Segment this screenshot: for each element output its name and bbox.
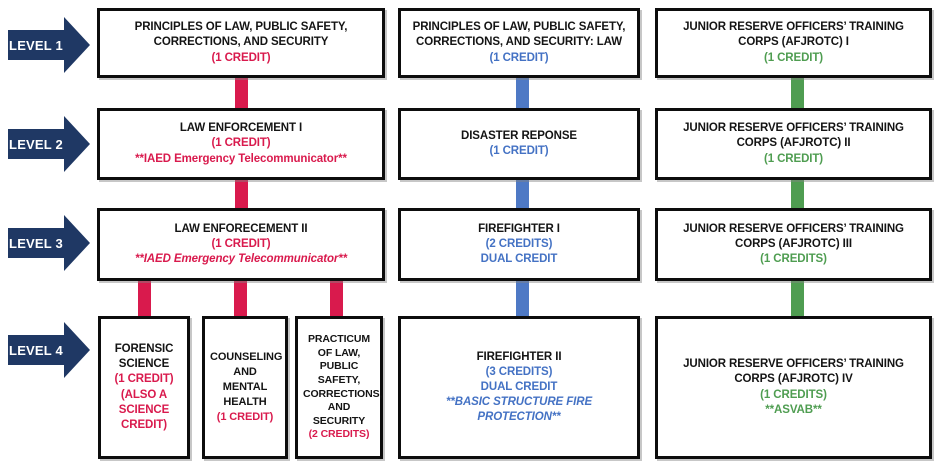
course-title: JUNIOR RESERVE OFFICERS’ TRAINING CORPS …: [683, 21, 904, 49]
course-credit: (1 CREDITS): [760, 388, 827, 401]
course-certification: **IAED Emergency Telecommunicator**: [135, 152, 347, 165]
connector-safety-2-3: [516, 178, 529, 210]
connector-rotc-2-3: [791, 178, 804, 210]
course-note: DUAL CREDIT: [480, 380, 558, 393]
arrow-body: LEVEL 2: [8, 129, 64, 159]
level-3-label: LEVEL 3: [9, 235, 63, 251]
course-title: LAW ENFORCEMENT I: [179, 122, 303, 135]
level-4-arrow: LEVEL 4: [8, 322, 90, 378]
course-title: DISASTER REPONSE: [461, 129, 577, 142]
arrow-body: LEVEL 4: [8, 335, 64, 365]
arrow-head-icon: [64, 215, 90, 271]
connector-law-2-3: [235, 178, 248, 210]
box-firefighter-2: FIREFIGHTER II (3 CREDITS) DUAL CREDIT *…: [398, 316, 640, 459]
course-certification: **BASIC STRUCTURE FIRE PROTECTION**: [445, 396, 593, 424]
course-credit: (1 CREDIT): [211, 51, 271, 64]
box-afjrotc-4: JUNIOR RESERVE OFFICERS’ TRAINING CORPS …: [655, 316, 932, 459]
course-title: JUNIOR RESERVE OFFICERS’ TRAINING CORPS …: [683, 358, 904, 386]
box-firefighter-1: FIREFIGHTER I (2 CREDITS) DUAL CREDIT: [398, 208, 640, 281]
course-title: FORENSIC SCIENCE: [114, 342, 174, 371]
connector-rotc-1-2: [791, 76, 804, 110]
level-2-arrow: LEVEL 2: [8, 116, 90, 172]
arrow-body: LEVEL 3: [8, 228, 64, 258]
box-afjrotc-3: JUNIOR RESERVE OFFICERS’ TRAINING CORPS …: [655, 208, 932, 281]
course-credit: (2 CREDITS): [485, 237, 553, 250]
connector-safety-3-4: [516, 279, 529, 318]
level-4-label: LEVEL 4: [9, 342, 63, 358]
course-title: JUNIOR RESERVE OFFICERS’ TRAINING CORPS …: [683, 122, 904, 150]
arrow-head-icon: [64, 17, 90, 73]
arrow-body: LEVEL 1: [8, 30, 64, 60]
course-title: PRACTICUM OF LAW, PUBLIC SAFETY, CORRECT…: [303, 332, 383, 427]
box-forensic-science: FORENSIC SCIENCE (1 CREDIT) (ALSO A SCIE…: [98, 316, 190, 459]
course-credit: (1 CREDIT): [763, 152, 824, 165]
connector-law-3-practicum: [330, 279, 343, 318]
connector-law-3-forensic: [138, 279, 151, 318]
connector-law-1-2: [235, 76, 248, 110]
course-title: FIREFIGHTER II: [476, 350, 562, 363]
course-credit: (1 CREDIT): [763, 51, 824, 64]
box-law-enforcement-1: LAW ENFORCEMENT I (1 CREDIT) **IAED Emer…: [97, 108, 385, 180]
course-title: LAW ENFORECEMENT II: [174, 222, 308, 235]
course-credit: (2 CREDITS): [308, 428, 370, 441]
level-1-arrow: LEVEL 1: [8, 17, 90, 73]
box-principles-law-security: PRINCIPLES OF LAW, PUBLIC SAFETY, CORREC…: [97, 8, 385, 78]
course-title: PRINCIPLES OF LAW, PUBLIC SAFETY, CORREC…: [134, 21, 348, 49]
arrow-head-icon: [64, 322, 90, 378]
connector-safety-1-2: [516, 76, 529, 110]
box-counseling-mental-health: COUNSELING AND MENTAL HEALTH (1 CREDIT): [202, 316, 288, 459]
course-title: JUNIOR RESERVE OFFICERS’ TRAINING CORPS …: [683, 222, 904, 250]
course-certification: **IAED Emergency Telecommunicator**: [134, 253, 348, 266]
course-credit: (1 CREDIT): [489, 51, 549, 64]
course-title: PRINCIPLES OF LAW, PUBLIC SAFETY, CORREC…: [412, 21, 626, 49]
arrow-head-icon: [64, 116, 90, 172]
course-certification: **ASVAB**: [765, 403, 822, 416]
course-credit: (1 CREDIT): [211, 237, 271, 250]
course-credit: (1 CREDIT): [489, 145, 549, 157]
level-2-label: LEVEL 2: [9, 136, 63, 152]
course-credit: (1 CREDIT): [114, 373, 174, 386]
box-practicum-law-security: PRACTICUM OF LAW, PUBLIC SAFETY, CORRECT…: [295, 316, 383, 459]
box-afjrotc-1: JUNIOR RESERVE OFFICERS’ TRAINING CORPS …: [655, 8, 932, 78]
box-afjrotc-2: JUNIOR RESERVE OFFICERS’ TRAINING CORPS …: [655, 108, 932, 180]
course-note: (ALSO A SCIENCE CREDIT): [118, 388, 170, 431]
box-principles-law-security-law: PRINCIPLES OF LAW, PUBLIC SAFETY, CORREC…: [398, 8, 640, 78]
course-credit: (1 CREDIT): [211, 137, 271, 150]
connector-law-3-counseling: [234, 279, 247, 318]
connector-rotc-3-4: [791, 279, 804, 318]
course-title: FIREFIGHTER I: [478, 222, 560, 235]
level-3-arrow: LEVEL 3: [8, 215, 90, 271]
course-note: DUAL CREDIT: [480, 253, 558, 266]
course-credit: (1 CREDITS): [760, 253, 827, 266]
course-credit: (3 CREDITS): [485, 365, 553, 378]
level-1-label: LEVEL 1: [9, 37, 63, 53]
box-law-enforcement-2: LAW ENFORECEMENT II (1 CREDIT) **IAED Em…: [97, 208, 385, 281]
course-credit: (1 CREDIT): [216, 410, 274, 423]
course-title: COUNSELING AND MENTAL HEALTH: [210, 351, 283, 408]
box-disaster-response: DISASTER REPONSE (1 CREDIT): [398, 108, 640, 180]
